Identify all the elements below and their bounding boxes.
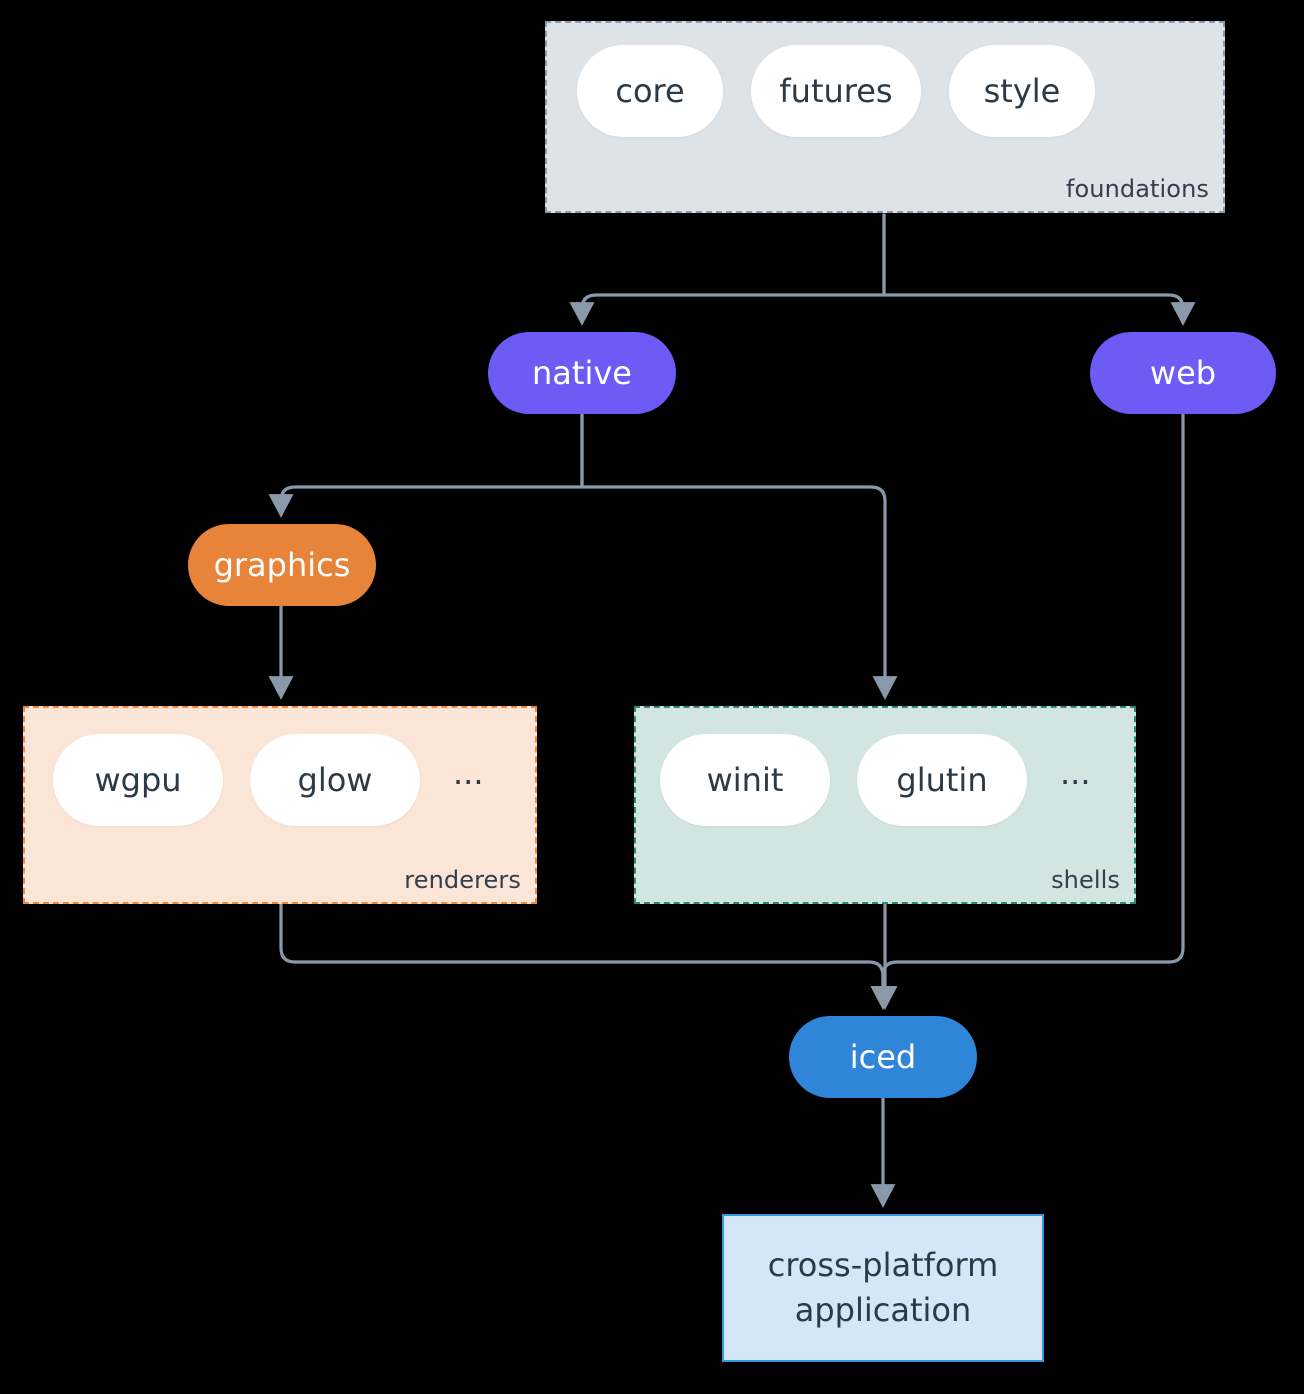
chip-wgpu[interactable]: wgpu bbox=[53, 734, 223, 826]
edge-foundations-web bbox=[882, 213, 1196, 326]
node-web[interactable]: web bbox=[1090, 332, 1276, 414]
edge-native-shells bbox=[580, 412, 898, 700]
chip-winit[interactable]: winit bbox=[660, 734, 830, 826]
chip-glow[interactable]: glow bbox=[250, 734, 420, 826]
cluster-foundations: core futures style foundations bbox=[545, 21, 1225, 213]
application-line-1: cross-platform bbox=[767, 1245, 999, 1284]
shells-items: winit glutin ... bbox=[660, 734, 1097, 826]
foundations-items: core futures style bbox=[577, 45, 1095, 137]
application-line-2: application bbox=[794, 1291, 972, 1329]
edge-foundations-native bbox=[569, 213, 886, 326]
cluster-label-renderers: renderers bbox=[404, 866, 521, 894]
chip-style[interactable]: style bbox=[949, 45, 1095, 137]
edge-renderers-iced bbox=[279, 902, 896, 1010]
node-graphics[interactable]: graphics bbox=[188, 524, 376, 606]
edge-native-graphics bbox=[268, 412, 584, 518]
shells-more-ellipsis: ... bbox=[1060, 754, 1091, 792]
cluster-shells: winit glutin ... shells bbox=[634, 706, 1136, 904]
chip-core[interactable]: core bbox=[577, 45, 723, 137]
node-cross-platform-application[interactable]: cross-platform application bbox=[722, 1214, 1044, 1362]
node-iced[interactable]: iced bbox=[789, 1016, 977, 1098]
cluster-label-shells: shells bbox=[1051, 866, 1120, 894]
renderers-more-ellipsis: ... bbox=[453, 754, 484, 792]
node-native[interactable]: native bbox=[488, 332, 676, 414]
renderers-items: wgpu glow ... bbox=[53, 734, 490, 826]
chip-glutin[interactable]: glutin bbox=[857, 734, 1027, 826]
cluster-renderers: wgpu glow ... renderers bbox=[23, 706, 537, 904]
cluster-label-foundations: foundations bbox=[1065, 175, 1209, 203]
chip-futures[interactable]: futures bbox=[751, 45, 921, 137]
